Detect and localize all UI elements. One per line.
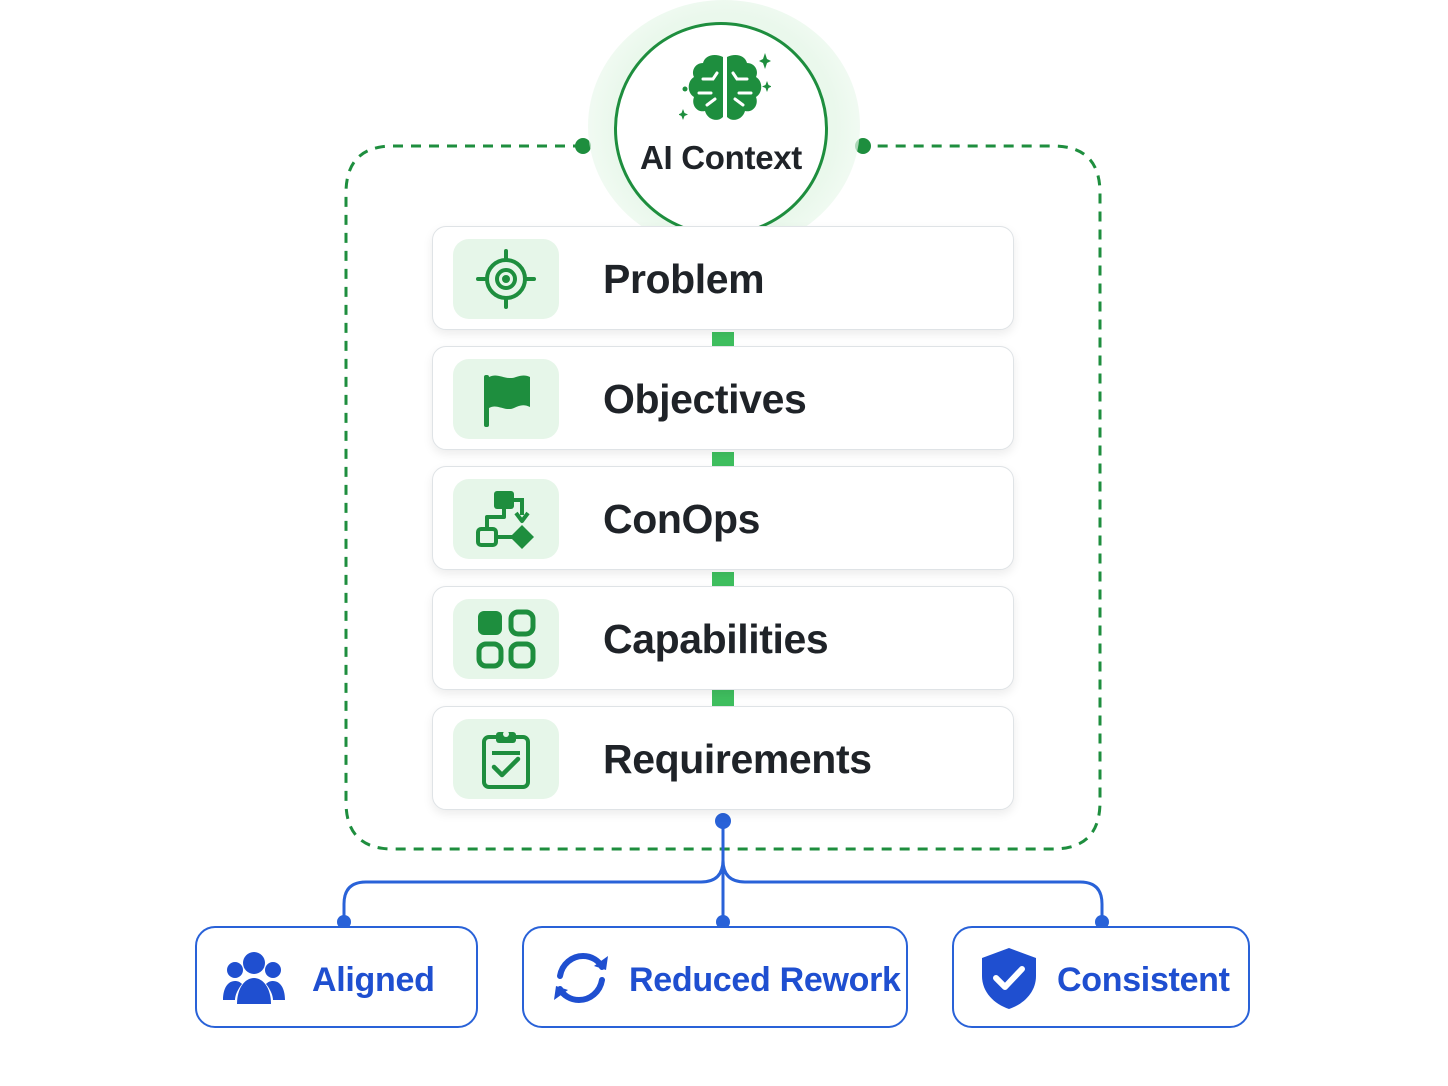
shield-check-icon	[982, 948, 1036, 1009]
layer-label: Objectives	[603, 376, 807, 422]
layer-icon-tile	[453, 599, 559, 679]
layer-icon-tile	[453, 239, 559, 319]
outcome-node-right	[1095, 915, 1109, 929]
outcome-node-left	[337, 915, 351, 929]
refresh-icon	[554, 952, 608, 1004]
boundary-left-node	[575, 138, 591, 154]
layer-card-capabilities: Capabilities	[432, 586, 1014, 690]
layer-icon-tile	[453, 719, 559, 799]
outcome-node-middle	[716, 915, 730, 929]
layer-icon-tile	[453, 479, 559, 559]
grid-icon	[476, 609, 536, 669]
layer-label: Problem	[603, 256, 765, 302]
outcome-connector-right	[721, 822, 1104, 922]
layer-card-problem: Problem	[432, 226, 1014, 330]
outcome-connector-left	[342, 822, 725, 922]
layer-card-requirements: Requirements	[432, 706, 1014, 810]
outcome-consistent: Consistent	[952, 926, 1250, 1028]
layer-card-objectives: Objectives	[432, 346, 1014, 450]
outcome-reduced-rework: Reduced Rework	[522, 926, 908, 1028]
boundary-right-node	[855, 138, 871, 154]
spine-segment	[712, 332, 734, 348]
outcome-label: Aligned	[312, 961, 435, 999]
clipboard-check-icon	[482, 731, 530, 789]
target-icon	[476, 249, 536, 309]
outcome-label: Reduced Rework	[629, 961, 901, 999]
brain-sparkle-icon	[679, 53, 771, 120]
layer-label: Capabilities	[603, 616, 829, 662]
flowchart-icon	[476, 491, 534, 549]
spine-segment	[712, 452, 734, 468]
layer-card-conops: ConOps	[432, 466, 1014, 570]
flag-icon	[484, 375, 530, 427]
ai-context-hub: AI Context	[614, 22, 828, 236]
layer-icon-tile	[453, 359, 559, 439]
spine-segment	[712, 690, 734, 706]
outcome-source-node	[715, 813, 731, 829]
outcome-label: Consistent	[1057, 961, 1230, 999]
outcome-aligned: Aligned	[195, 926, 478, 1028]
layer-label: Requirements	[603, 736, 872, 782]
people-icon	[223, 952, 285, 1004]
layer-label: ConOps	[603, 496, 761, 542]
hub-title: AI Context	[639, 139, 802, 176]
spine-segment	[712, 572, 734, 588]
